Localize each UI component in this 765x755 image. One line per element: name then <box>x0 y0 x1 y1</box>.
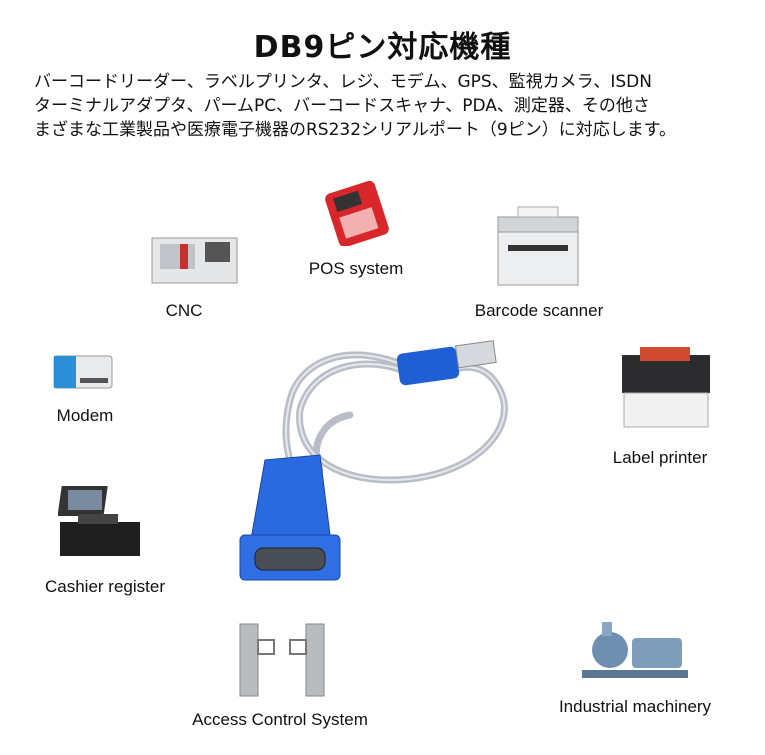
industrial-pump-icon <box>582 622 688 678</box>
label-label-printer: Label printer <box>612 448 708 467</box>
label-modem: Modem <box>56 406 114 425</box>
label-access-control-system: Access Control System <box>192 710 368 729</box>
page-title: DB9ピン対応機種 <box>253 30 512 65</box>
usb-connector <box>396 340 497 386</box>
modem-icon <box>53 355 113 389</box>
db9-connector <box>239 454 341 581</box>
cash-register-icon <box>58 486 140 556</box>
label-printer-icon <box>622 347 710 428</box>
label-industrial-machinery: Industrial machinery <box>558 697 712 716</box>
usb-rs232-cable-image <box>239 340 508 581</box>
access-gate-icon <box>239 623 325 697</box>
label-barcode-scanner: Barcode scanner <box>474 301 604 320</box>
cnc-machine-icon <box>151 237 238 284</box>
pos-terminal-icon <box>325 180 389 246</box>
barcode-scanner-icon <box>497 206 579 286</box>
label-cashier-register: Cashier register <box>45 577 165 596</box>
label-cnc: CNC <box>165 301 203 320</box>
label-pos-system: POS system <box>308 259 404 278</box>
description: バーコードリーダー、ラベルプリンタ、レジ、モデム、GPS、監視カメラ、ISDN … <box>34 72 676 140</box>
